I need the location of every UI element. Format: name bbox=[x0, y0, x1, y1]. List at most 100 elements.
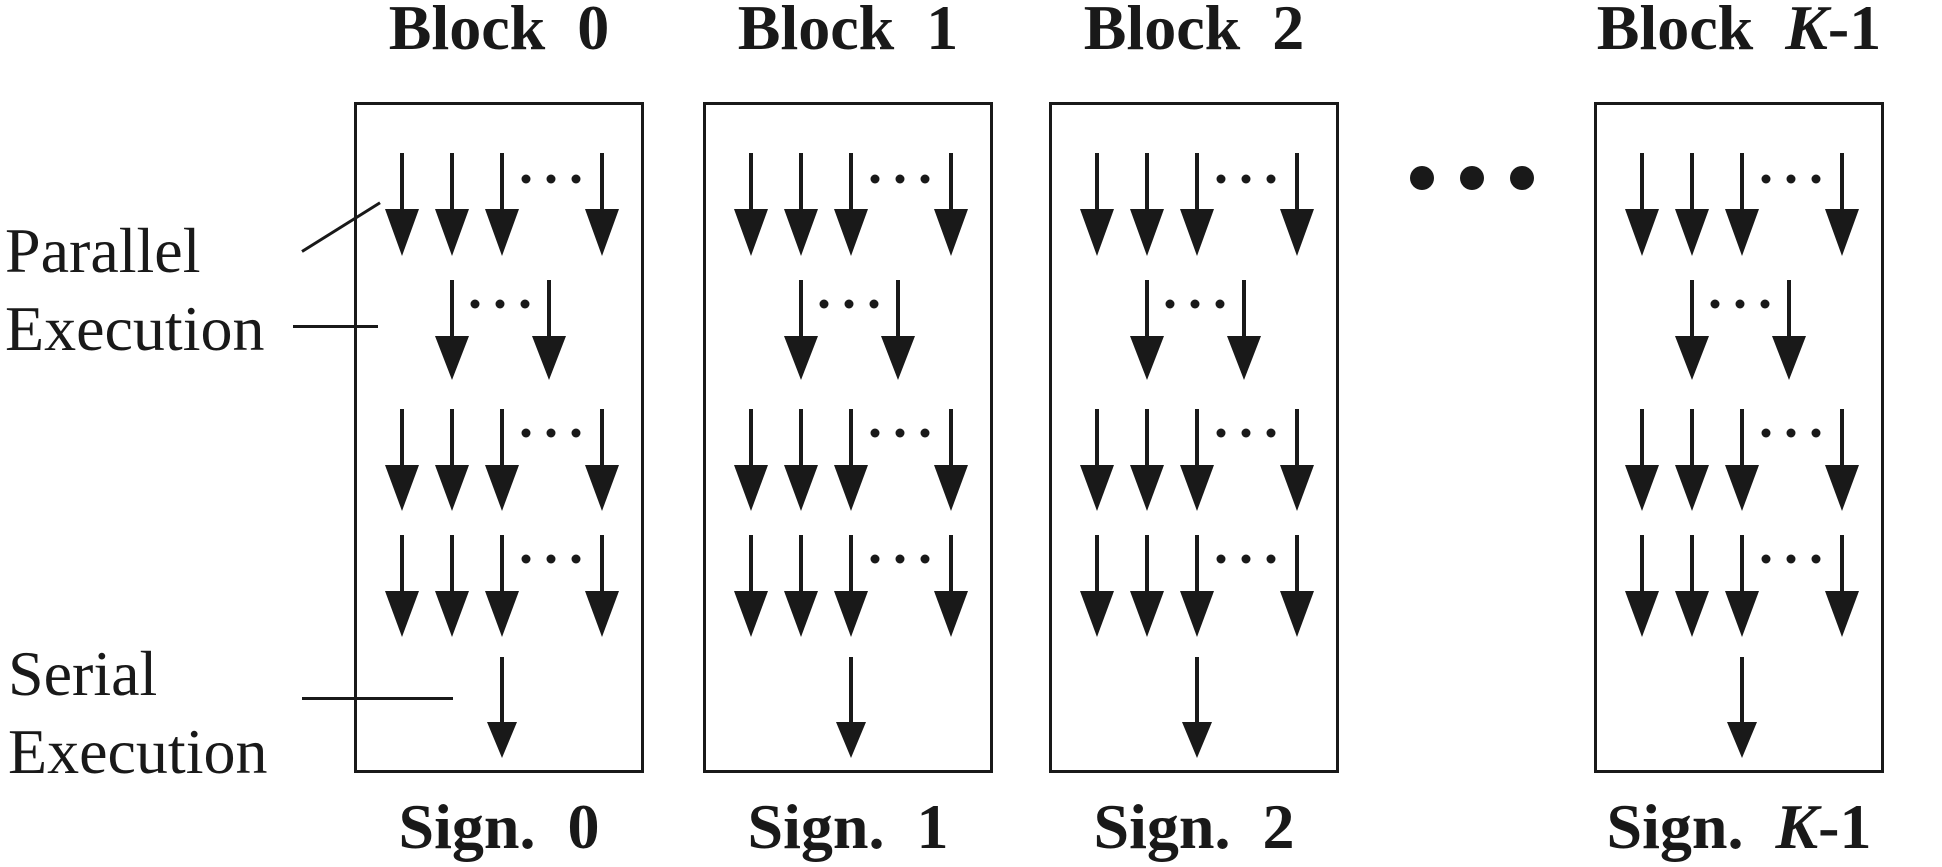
row-ellipsis-dot-icon bbox=[1190, 299, 1200, 309]
row-ellipsis-dot-icon bbox=[495, 299, 505, 309]
parallel-arrow-icon-head bbox=[585, 465, 619, 511]
block-border bbox=[1049, 102, 1339, 773]
row-ellipsis-dot-icon bbox=[870, 174, 880, 184]
row-ellipsis-dot-icon bbox=[1266, 428, 1276, 438]
row-ellipsis-dot-icon bbox=[520, 299, 530, 309]
label-word: Block bbox=[1083, 0, 1273, 63]
row-ellipsis-dot-icon bbox=[1266, 554, 1276, 564]
label-index: -1 bbox=[1827, 0, 1882, 63]
row-ellipsis-dot-icon bbox=[470, 299, 480, 309]
parallel-arrow-icon-head bbox=[934, 209, 968, 256]
row-ellipsis-dot-icon bbox=[1216, 174, 1226, 184]
parallel-arrow-icon-head bbox=[1180, 209, 1214, 256]
block-title: Block 0 bbox=[389, 0, 609, 60]
row-ellipsis-dot-icon bbox=[870, 554, 880, 564]
block-border bbox=[354, 102, 644, 773]
row-ellipsis-dot-icon bbox=[1216, 554, 1226, 564]
parallel-arrow-icon-head bbox=[734, 465, 768, 511]
parallel-arrow-icon-head bbox=[585, 591, 619, 637]
parallel-execution-label-line2: Execution bbox=[5, 293, 265, 364]
row-ellipsis-dot-icon bbox=[1266, 174, 1276, 184]
label-index: K bbox=[1775, 791, 1819, 862]
parallel-arrow-icon-head bbox=[1825, 209, 1859, 256]
label-word: Sign. bbox=[747, 791, 917, 862]
parallel-arrow-icon-head bbox=[784, 591, 818, 637]
row-ellipsis-dot-icon bbox=[1761, 554, 1771, 564]
parallel-arrow-icon-head bbox=[585, 209, 619, 256]
signature-label: Sign. 1 bbox=[748, 795, 949, 859]
between-blocks-dot-icon bbox=[1510, 166, 1534, 190]
label-index: 1 bbox=[916, 791, 949, 862]
row-ellipsis-dot-icon bbox=[920, 428, 930, 438]
block-border bbox=[1594, 102, 1884, 773]
row-ellipsis-dot-icon bbox=[1216, 428, 1226, 438]
row-ellipsis-dot-icon bbox=[546, 174, 556, 184]
parallel-arrow-icon-head bbox=[934, 591, 968, 637]
block-title: Block K-1 bbox=[1597, 0, 1881, 60]
row-ellipsis-dot-icon bbox=[521, 174, 531, 184]
label-word: Block bbox=[388, 0, 578, 63]
row-ellipsis-dot-icon bbox=[870, 428, 880, 438]
row-ellipsis-dot-icon bbox=[1811, 554, 1821, 564]
parallel-arrow-icon-head bbox=[1130, 209, 1164, 256]
parallel-arrow-icon-head bbox=[435, 209, 469, 256]
row-ellipsis-dot-icon bbox=[571, 174, 581, 184]
row-ellipsis-dot-icon bbox=[1786, 554, 1796, 564]
parallel-arrow-icon-head bbox=[834, 465, 868, 511]
label-index: 0 bbox=[567, 791, 600, 862]
label-word: Block bbox=[737, 0, 927, 63]
signature-label: Sign. 2 bbox=[1094, 795, 1295, 859]
parallel-arrow-icon-head bbox=[1675, 209, 1709, 256]
parallel-arrow-icon-head bbox=[1180, 465, 1214, 511]
parallel-arrow-icon-head bbox=[1675, 591, 1709, 637]
row-ellipsis-dot-icon bbox=[1735, 299, 1745, 309]
label-index: 2 bbox=[1262, 791, 1295, 862]
parallel-execution-label-line1: Parallel bbox=[5, 215, 201, 286]
signature-label: Sign. K-1 bbox=[1607, 795, 1872, 859]
parallel-arrow-icon-head bbox=[1280, 591, 1314, 637]
parallel-arrow-icon-head bbox=[834, 209, 868, 256]
parallel-arrow-icon-head bbox=[1227, 336, 1261, 380]
row-ellipsis-dot-icon bbox=[1215, 299, 1225, 309]
between-blocks-dot-icon bbox=[1410, 166, 1434, 190]
label-index: 1 bbox=[926, 0, 959, 63]
row-ellipsis-dot-icon bbox=[521, 554, 531, 564]
parallel-arrow-icon-head bbox=[1675, 465, 1709, 511]
row-ellipsis-dot-icon bbox=[521, 428, 531, 438]
parallel-arrow-icon-head bbox=[1772, 336, 1806, 380]
row-ellipsis-dot-icon bbox=[920, 554, 930, 564]
row-ellipsis-dot-icon bbox=[1761, 428, 1771, 438]
row-ellipsis-dot-icon bbox=[1165, 299, 1175, 309]
row-ellipsis-dot-icon bbox=[895, 554, 905, 564]
row-ellipsis-dot-icon bbox=[1760, 299, 1770, 309]
row-ellipsis-dot-icon bbox=[920, 174, 930, 184]
row-ellipsis-dot-icon bbox=[895, 428, 905, 438]
label-word: Sign. bbox=[398, 791, 568, 862]
parallel-arrow-icon-head bbox=[385, 465, 419, 511]
parallel-arrow-icon-head bbox=[1130, 336, 1164, 380]
parallel-arrow-icon-head bbox=[1825, 591, 1859, 637]
serial-arrow-icon-head bbox=[487, 722, 517, 758]
label-word: Sign. bbox=[1606, 791, 1776, 862]
row-ellipsis-dot-icon bbox=[1811, 174, 1821, 184]
label-word: Sign. bbox=[1093, 791, 1263, 862]
parallel-arrow-icon-head bbox=[1625, 465, 1659, 511]
row-ellipsis-dot-icon bbox=[1786, 428, 1796, 438]
row-ellipsis-dot-icon bbox=[546, 428, 556, 438]
parallel-arrow-icon-head bbox=[435, 336, 469, 380]
parallel-arrow-icon-head bbox=[784, 209, 818, 256]
row-ellipsis-dot-icon bbox=[1710, 299, 1720, 309]
parallel-arrow-icon-head bbox=[784, 336, 818, 380]
block-box bbox=[703, 102, 993, 773]
parallel-arrow-icon-head bbox=[934, 465, 968, 511]
row-ellipsis-dot-icon bbox=[819, 299, 829, 309]
row-ellipsis-dot-icon bbox=[1786, 174, 1796, 184]
parallel-arrow-icon-head bbox=[1180, 591, 1214, 637]
parallel-arrow-icon-head bbox=[1280, 465, 1314, 511]
parallel-arrow-icon-head bbox=[1280, 209, 1314, 256]
label-index: 0 bbox=[577, 0, 610, 63]
parallel-arrow-icon-head bbox=[485, 209, 519, 256]
signature-label: Sign. 0 bbox=[399, 795, 600, 859]
parallel-arrow-icon-head bbox=[1080, 465, 1114, 511]
row-ellipsis-dot-icon bbox=[1241, 174, 1251, 184]
